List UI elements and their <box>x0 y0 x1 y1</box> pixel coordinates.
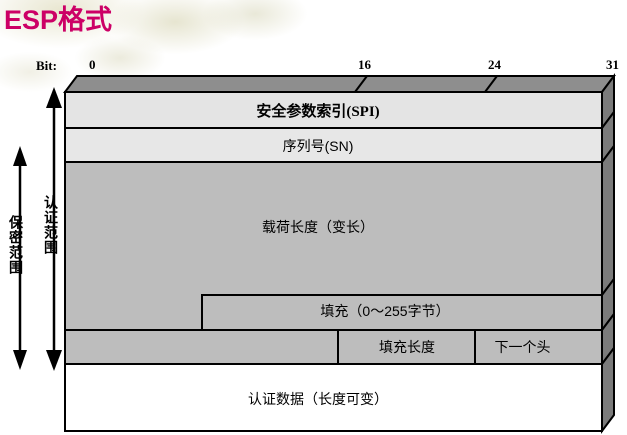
page-title: ESP格式 <box>4 5 113 35</box>
scope-label-authentication: 认证范围 <box>43 195 59 255</box>
side-face-payload <box>601 143 615 298</box>
bit-tick-label-31: 31 <box>606 57 619 72</box>
bit-tick-label-24: 24 <box>488 57 501 72</box>
side-face-authdata <box>601 345 615 434</box>
bit-tick-mark-16 <box>354 75 368 93</box>
scope-arrow-authentication <box>46 87 62 371</box>
field-box-pad-length <box>337 329 476 365</box>
field-box-next-header <box>474 329 603 365</box>
field-box-padding <box>201 294 603 331</box>
scope-label-confidentiality: 保密范围 <box>8 215 24 275</box>
field-box-sn <box>64 127 603 163</box>
field-box-spi <box>64 91 603 129</box>
bit-tick-label-0: 0 <box>89 57 96 72</box>
bit-tick-mark-24 <box>484 75 498 93</box>
packet-top-face <box>63 75 616 93</box>
field-box-auth-data <box>64 363 603 432</box>
scope-arrow-confidentiality <box>13 146 27 370</box>
bit-tick-label-16: 16 <box>358 57 371 72</box>
bit-ruler-prefix-label: Bit: <box>36 58 57 73</box>
